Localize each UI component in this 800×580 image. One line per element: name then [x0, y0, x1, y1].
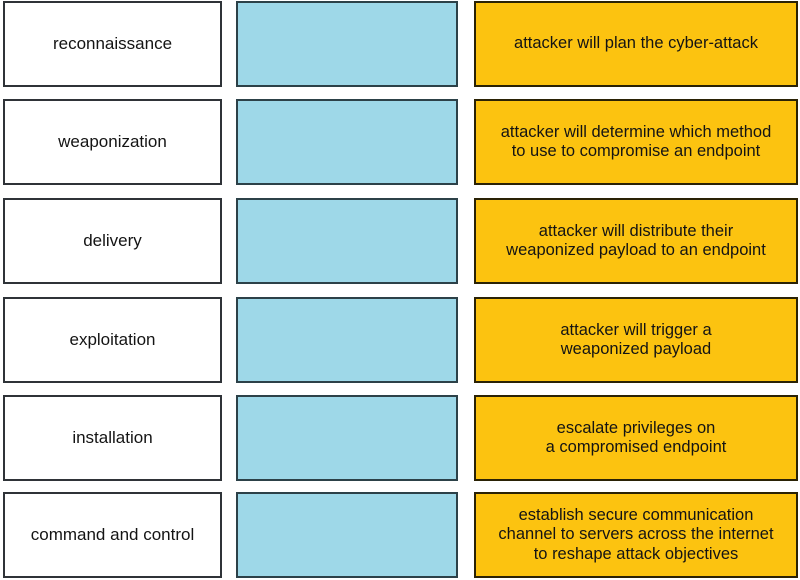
- term-card[interactable]: installation: [3, 395, 222, 481]
- definition-line: attacker will determine which method: [500, 122, 772, 141]
- answer-dropzone[interactable]: [236, 395, 458, 481]
- definition-text: attacker will plan the cyber-attack: [482, 34, 790, 53]
- definition-line: weaponized payload: [560, 340, 712, 358]
- match-row: weaponization attacker will determine whi…: [0, 99, 800, 185]
- definition-line: to use to compromise an endpoint: [511, 142, 761, 160]
- term-label: installation: [72, 428, 153, 448]
- term-label: delivery: [83, 231, 142, 251]
- term-label: weaponization: [58, 132, 167, 152]
- term-label: reconnaissance: [52, 34, 173, 54]
- term-card[interactable]: delivery: [3, 198, 222, 284]
- term-card[interactable]: exploitation: [3, 297, 222, 383]
- term-card[interactable]: reconnaissance: [3, 1, 222, 87]
- answer-dropzone[interactable]: [236, 297, 458, 383]
- term-card[interactable]: weaponization: [3, 99, 222, 185]
- definition-line: channel to servers across the internet: [498, 525, 774, 544]
- definition-line: establish secure communication: [518, 506, 754, 525]
- term-card[interactable]: command and control: [3, 492, 222, 578]
- term-label: exploitation: [69, 330, 156, 350]
- match-row: reconnaissance attacker will plan the cyb…: [0, 1, 800, 87]
- definition-card[interactable]: attacker will plan the cyber-attack: [474, 1, 798, 87]
- definition-line: attacker will trigger a: [560, 320, 712, 339]
- definition-line: attacker will distribute their: [538, 221, 734, 240]
- definition-line: escalate privileges on: [556, 418, 716, 437]
- definition-line: to reshape attack objectives: [533, 544, 739, 563]
- answer-dropzone[interactable]: [236, 1, 458, 87]
- term-label: command and control: [30, 525, 195, 545]
- answer-dropzone[interactable]: [236, 99, 458, 185]
- definition-line: attacker will plan the cyber-attack: [514, 34, 758, 53]
- answer-dropzone[interactable]: [236, 198, 458, 284]
- definition-line: weaponized payload to an endpoint: [506, 241, 766, 259]
- match-row: command and control establish secure comm…: [0, 492, 800, 578]
- answer-dropzone[interactable]: [236, 492, 458, 578]
- definition-line: a compromised endpoint: [545, 438, 727, 456]
